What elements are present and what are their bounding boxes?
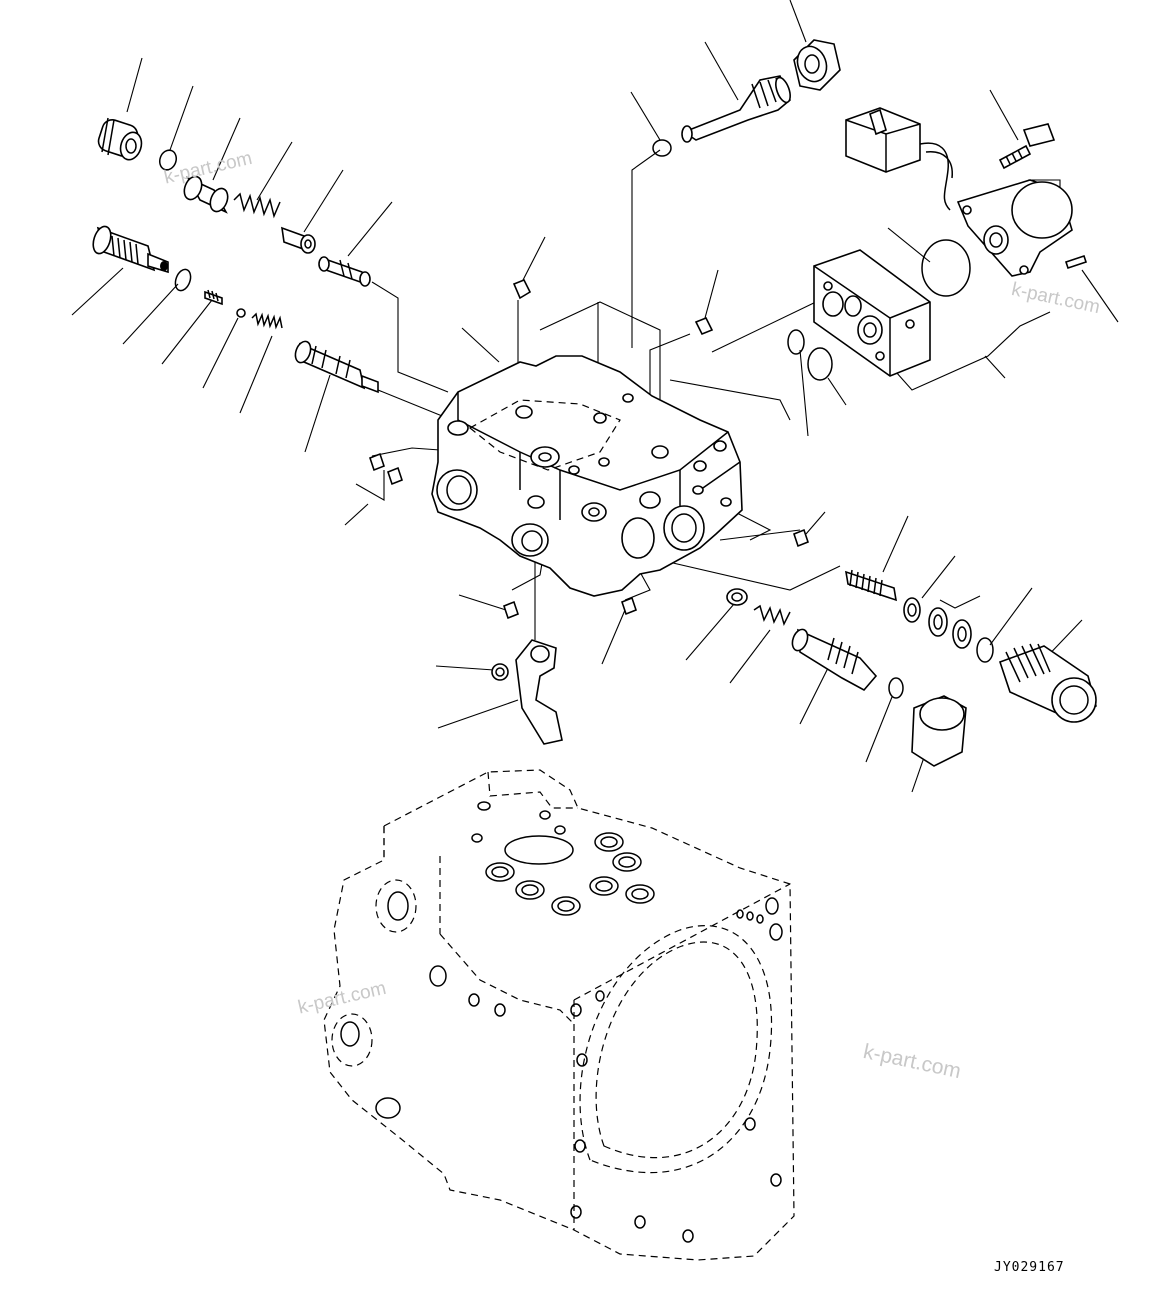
sleeve-part [183,175,229,214]
valve-block-part [813,249,931,377]
o-ring-small-part [174,268,192,292]
ball-part [236,308,246,318]
upper-right-parts [652,39,1088,381]
pilot-spool-part [844,569,898,602]
spring-part [233,192,281,219]
nut-part [793,39,841,91]
cap-part [726,588,748,606]
end-plug-part [998,643,1097,723]
small-plugs [369,278,809,620]
main-spool-part [294,340,379,394]
screw-small-part [1064,254,1088,270]
plug-part [97,117,143,161]
washer-c-part [952,619,972,649]
o-ring-block-b-part [807,347,833,381]
set-screw-part [204,289,223,306]
connector-part [845,107,953,211]
lever-parts [491,639,563,745]
figure-number: JY029167 [994,1260,1065,1275]
spool-right-part [791,628,878,692]
o-ring-part [158,149,178,171]
o-ring-lower-part [888,677,904,699]
right-spring-part [753,604,791,627]
sleeve-lower-part [911,695,967,767]
pump-housing [323,769,795,1261]
o-ring-top-part [652,139,672,157]
relief-valve-part [92,225,169,274]
o-ring-right-part [976,637,994,663]
pin-part [318,256,371,287]
valve-body [431,355,743,597]
washer-a-part [903,597,921,623]
lever-arm-part [515,639,563,745]
stem-valve-part [681,75,791,143]
o-ring-large-part [921,239,971,297]
washer-b-part [928,607,948,637]
upper-left-spool-parts [92,117,379,394]
bolt-part [998,123,1056,170]
solenoid-part [956,179,1073,277]
small-spool-part [281,226,316,254]
bushing-part [491,663,509,681]
lower-right-spool-parts [726,569,1097,767]
o-ring-block-a-part [787,329,805,355]
small-spring-part [251,312,283,330]
